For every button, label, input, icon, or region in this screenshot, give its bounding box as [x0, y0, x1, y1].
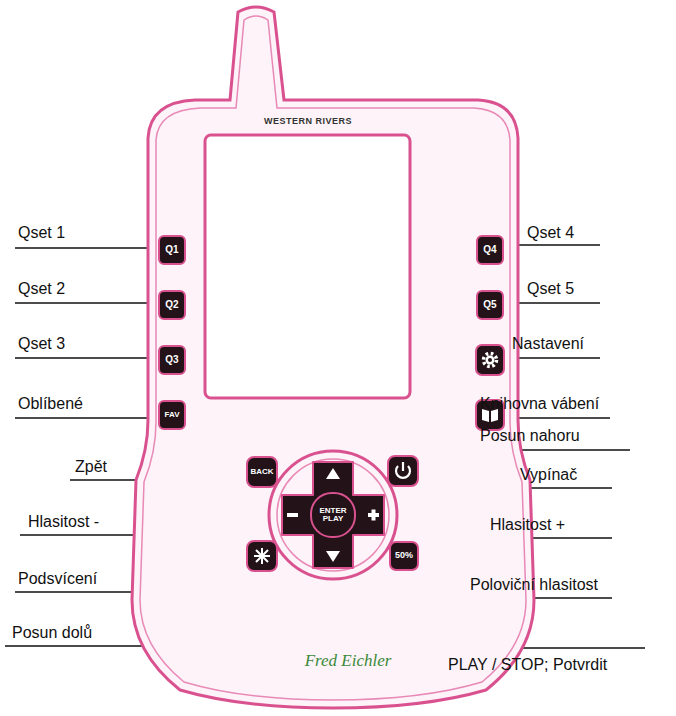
callout-label: Posun dolů — [12, 624, 92, 642]
back-button: BACK — [246, 456, 278, 488]
button-text: Q5 — [483, 300, 496, 311]
screen — [205, 135, 410, 398]
brand-logo: WESTERN RIVERS — [264, 112, 352, 130]
callout-label: PLAY / STOP; Potvrdit — [448, 656, 607, 674]
callout-label: Qset 5 — [527, 280, 574, 298]
signature: Fred Eichler — [305, 652, 392, 670]
backlight-button — [247, 541, 277, 571]
callout-label: Zpět — [75, 458, 107, 476]
callout-label: Vypínač — [520, 466, 577, 484]
callout-label: Qset 4 — [527, 224, 574, 242]
enter-play-button: ENTER PLAY — [310, 492, 356, 538]
button-text: Q1 — [165, 245, 178, 256]
button-text: Q4 — [483, 245, 496, 256]
button-q: Q1 — [158, 235, 186, 265]
button-q: Q5 — [476, 290, 504, 320]
button-text: Q2 — [165, 300, 178, 311]
power-button — [388, 456, 418, 486]
button-q: Q4 — [476, 235, 504, 265]
callout-label: Knihovna vábení — [480, 395, 599, 413]
callout-label: Podsvícení — [18, 570, 97, 588]
gear-button — [476, 345, 504, 375]
half-volume-button: 50% — [389, 541, 419, 571]
button-text: ENTER PLAY — [314, 507, 352, 524]
button-q: Q2 — [158, 290, 186, 320]
button-text: Q3 — [165, 355, 178, 366]
callout-label: Qset 2 — [18, 280, 65, 298]
callout-label: Posun nahoru — [480, 427, 580, 445]
callout-label: Hlasitost - — [28, 513, 99, 531]
callout-label: Qset 1 — [18, 224, 65, 242]
callout-label: Oblíbené — [18, 395, 83, 413]
d-pad — [269, 451, 397, 579]
button-text: 50% — [395, 551, 413, 560]
callout-label: Qset 3 — [18, 335, 65, 353]
button-text: FAV — [165, 411, 180, 419]
callout-label: Poloviční hlasitost — [470, 576, 598, 594]
button-text: BACK — [250, 468, 273, 476]
device-housing — [132, 7, 534, 708]
button-q: Q3 — [158, 345, 186, 375]
favorite-button: FAV — [158, 400, 186, 430]
callout-label: Hlasitost + — [490, 516, 565, 534]
callout-label: Nastavení — [512, 335, 584, 353]
